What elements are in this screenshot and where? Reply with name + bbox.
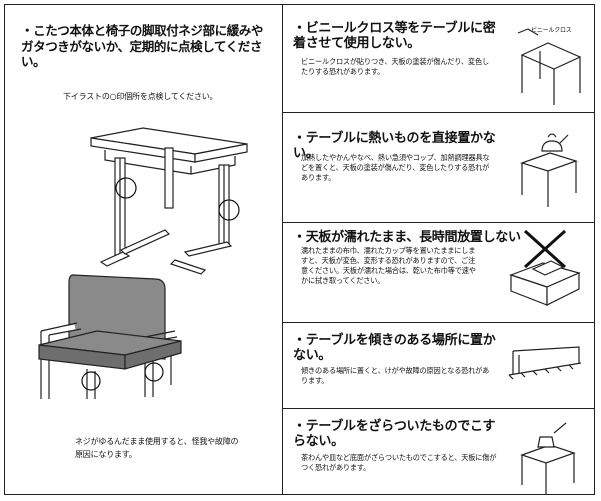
section-body: 傾きのある場所に置くと、けがや故障の原因となる恐れがあります。 xyxy=(301,366,490,385)
caution-hot-items: ・テーブルに熱いものを直接置かない。 加熱したやかんやなべ、熱い急須やコップ、加… xyxy=(283,113,594,223)
right-panel: ・ビニールクロス等をテーブルに密着させて使用しない。 ビニールクロスが貼りつき、… xyxy=(283,5,594,495)
section-title: ・テーブルをざらついたものでこすらない。 xyxy=(293,419,496,449)
left-title: ・こたつ本体と椅子の脚取付ネジ部に緩みやガタつきがないか、定期的に点検してくださ… xyxy=(21,23,264,69)
check-point-mark xyxy=(81,371,101,391)
section-title: ・テーブルに熱いものを直接置かない。 xyxy=(293,131,496,161)
caution-wet-tabletop: ・天板が濡れたまま、長時間放置しない 濡れたままの布巾、濡れたカップ等を置いたま… xyxy=(283,223,594,323)
left-note: ネジがゆるんだまま使用すると、怪我や故障の原因になります。 xyxy=(75,437,239,459)
section-body: 茶わんや皿など底面がざらついたものでこすると、天板に傷がつく恐れがあります。 xyxy=(301,453,497,472)
caution-rough-objects: ・テーブルをざらついたものでこすらない。 茶わんや皿など底面がざらついたものでこ… xyxy=(283,409,594,495)
check-point-mark xyxy=(218,199,240,221)
caution-vinyl-cloth: ・ビニールクロス等をテーブルに密着させて使用しない。 ビニールクロスが貼りつき、… xyxy=(283,5,594,113)
section-body: 加熱したやかんやなべ、熱い急須やコップ、加熱調理器具などを置くと、天板の塗装が傷… xyxy=(301,153,490,182)
section-title: ・天板が濡れたまま、長時間放置しない xyxy=(293,230,521,245)
column-divider xyxy=(282,4,283,495)
section-title: ・ビニールクロス等をテーブルに密着させて使用しない。 xyxy=(293,21,496,51)
section-body: 濡れたままの布巾、濡れたカップ等を置いたままにしますと、天板が変色、変形する恐れ… xyxy=(301,246,476,285)
vinyl-cloth-label: ビニールクロス xyxy=(531,27,572,34)
check-point-mark xyxy=(144,362,164,382)
left-subtitle: 下イラストの○印個所を点検してください。 xyxy=(63,92,218,101)
left-panel: ・こたつ本体と椅子の脚取付ネジ部に緩みやガタつきがないか、定期的に点検してくださ… xyxy=(5,5,282,494)
page-frame xyxy=(4,4,595,495)
section-title: ・テーブルを傾きのある場所に置かない。 xyxy=(293,333,496,363)
check-point-mark xyxy=(115,177,137,199)
chair-illustration xyxy=(38,274,182,399)
table-with-cloth-icon xyxy=(517,28,582,105)
wet-table-cross-icon xyxy=(509,229,581,306)
kotatsu-table-illustration xyxy=(90,127,248,275)
section-body: ビニールクロスが貼りつき、天板の塗装が傷んだり、変色したりする恐れがあります。 xyxy=(301,57,489,76)
rough-cup-table-icon xyxy=(520,422,576,495)
caution-sloped-floor: ・テーブルを傾きのある場所に置かない。 傾きのある場所に置くと、けがや故障の原因… xyxy=(283,323,594,409)
tilted-table-icon xyxy=(508,346,582,380)
hot-kettle-table-icon xyxy=(520,133,578,207)
